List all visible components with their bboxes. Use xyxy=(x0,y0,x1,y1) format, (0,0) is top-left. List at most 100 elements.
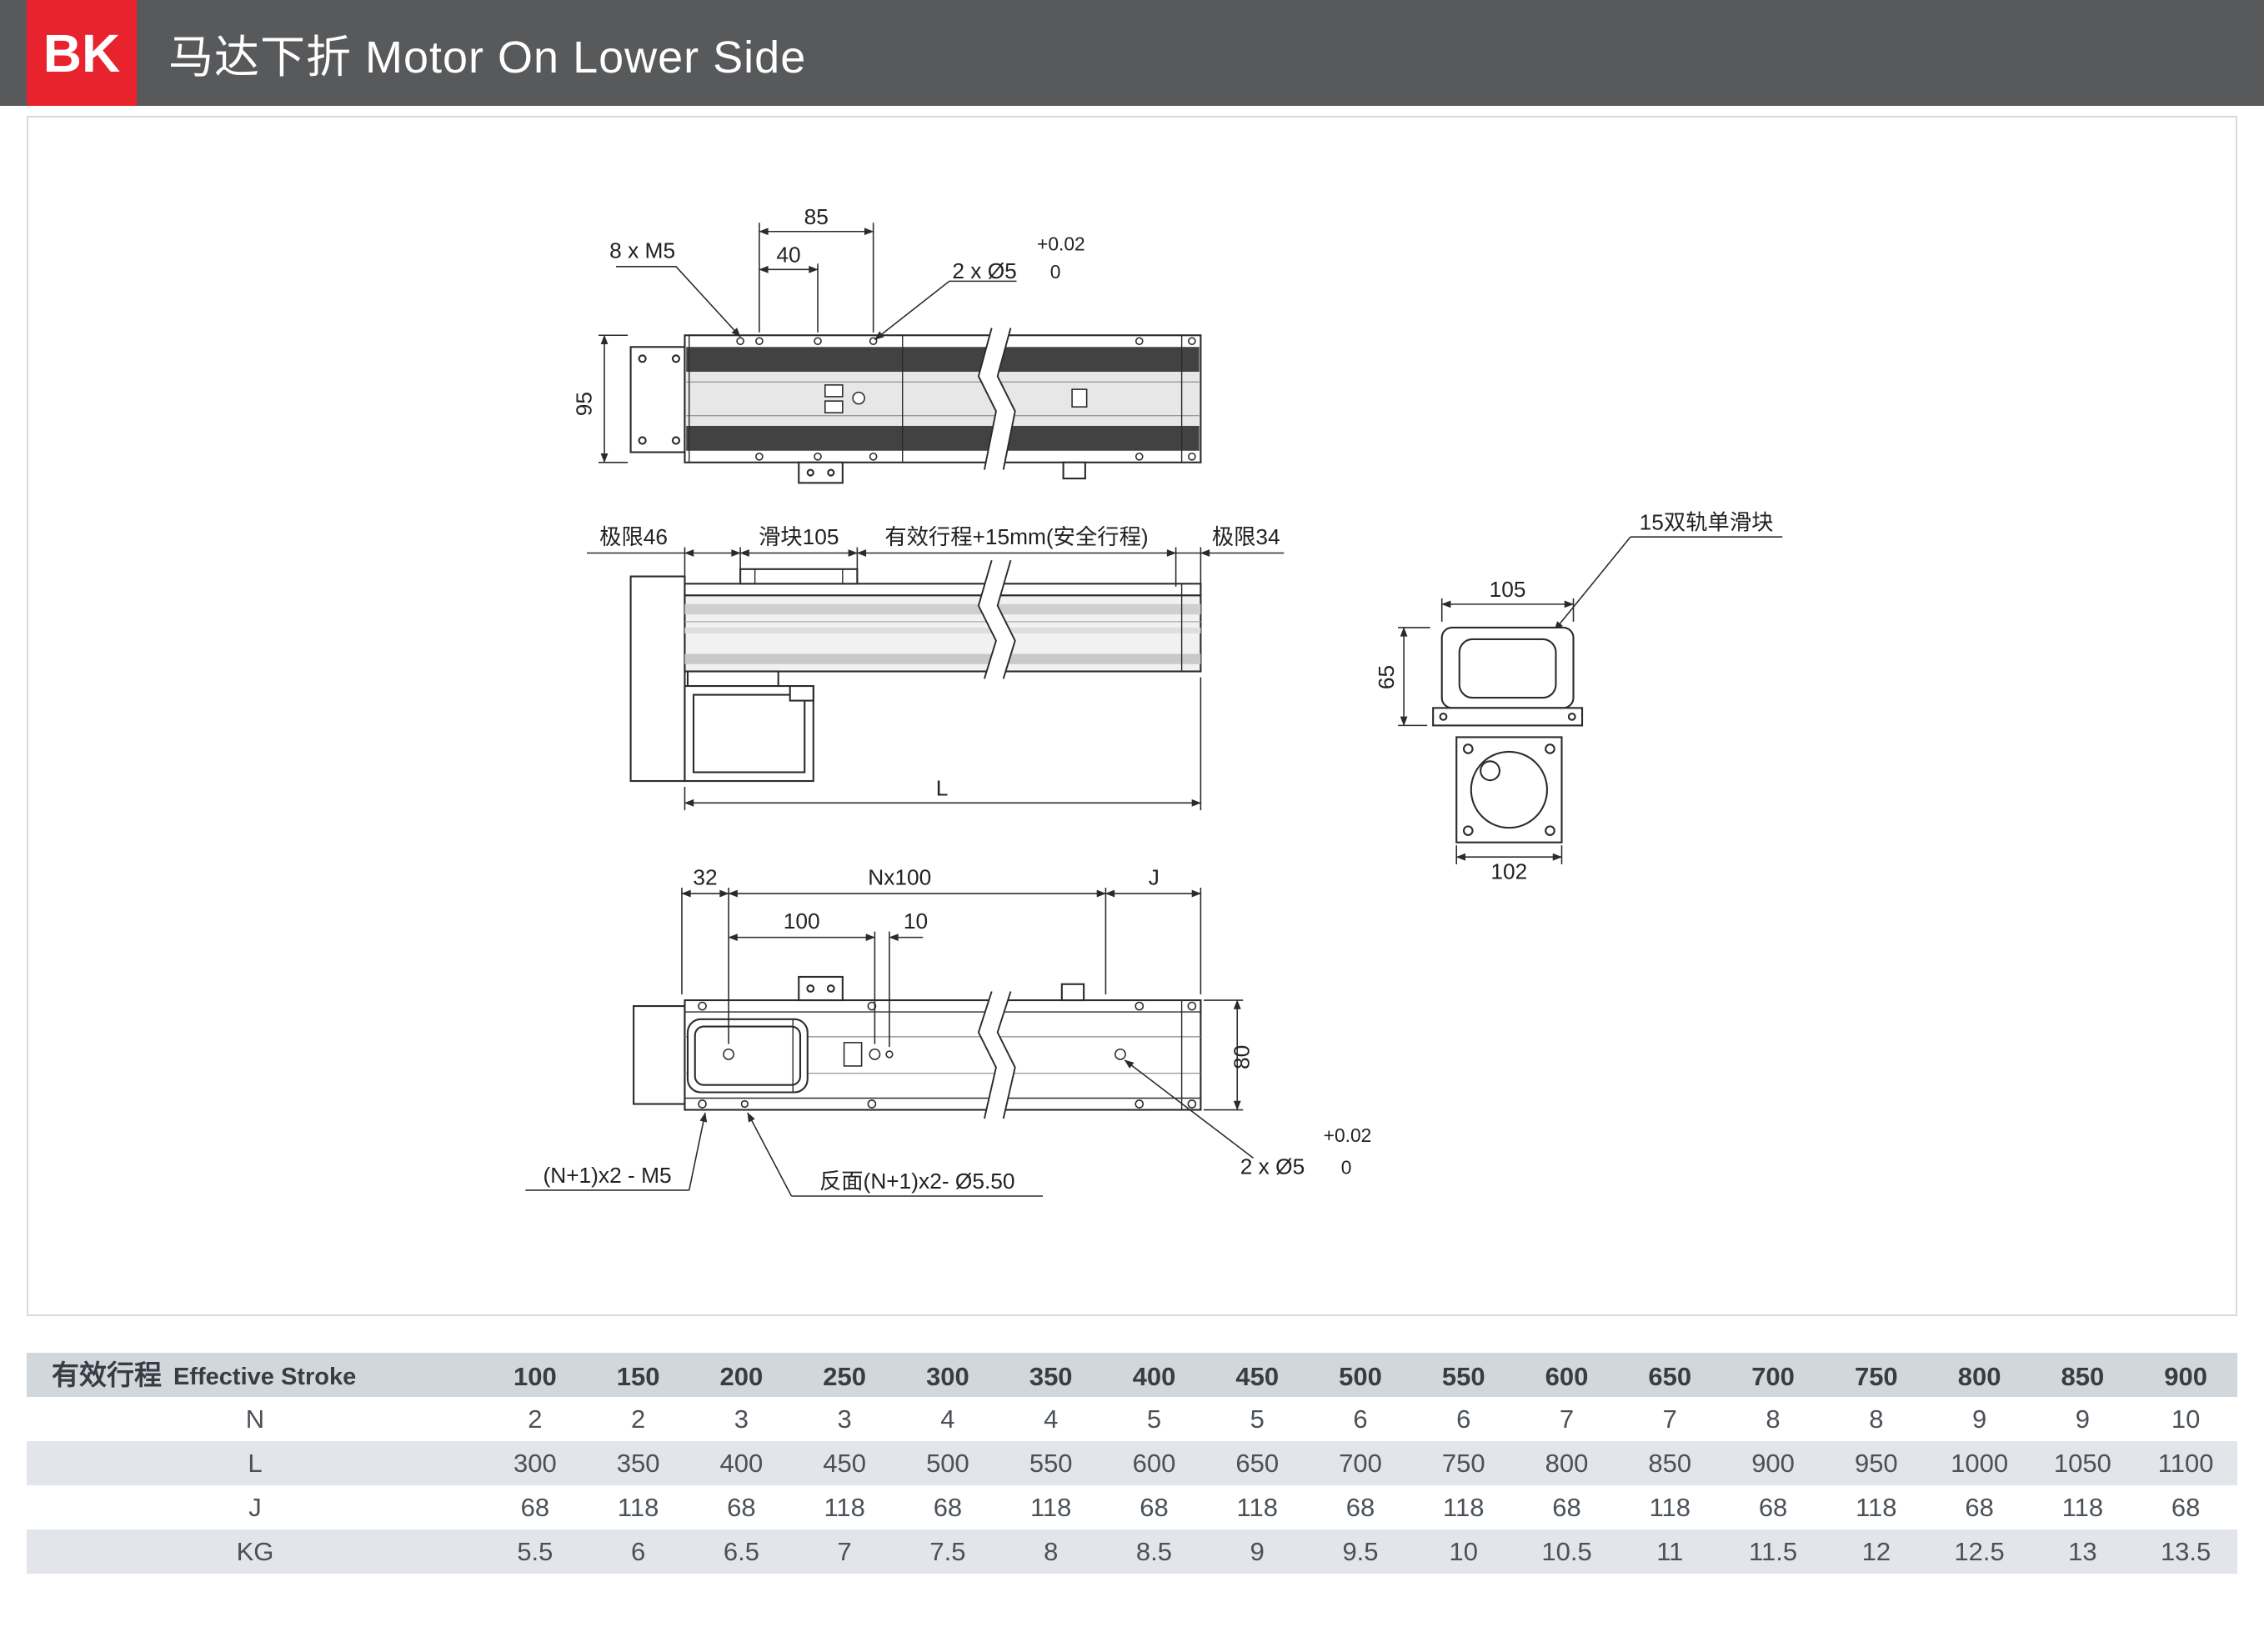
value-cell: 6.5 xyxy=(723,1537,759,1566)
value-cell: 300 xyxy=(513,1449,557,1478)
dim-100: 100 xyxy=(784,909,820,934)
value-cell: 8 xyxy=(1766,1404,1781,1434)
top-view-end-cap xyxy=(629,346,686,453)
motor-circle xyxy=(1470,750,1549,829)
value-cell: 68 xyxy=(520,1493,550,1522)
value-cell: 550 xyxy=(1029,1449,1073,1478)
stroke-header-cell: 450 xyxy=(1235,1361,1280,1391)
leader-M5 xyxy=(688,1112,708,1191)
series-badge: BK xyxy=(27,0,137,106)
drawing-panel: 8 x M5 85 40 +0.02 2 x Ø5 0 95 xyxy=(27,116,2237,1316)
value-cell: 6 xyxy=(631,1537,646,1566)
value-cell: 118 xyxy=(824,1493,865,1522)
stroke-header-cell: 750 xyxy=(1854,1361,1898,1391)
stroke-header-cell: 250 xyxy=(823,1361,867,1391)
label-limit-right: 极限34 xyxy=(1212,524,1280,549)
value-cell: 750 xyxy=(1441,1449,1485,1478)
label-slider: 滑块105 xyxy=(759,524,839,549)
dim-95: 95 xyxy=(571,392,596,416)
label-2xO5: 2 x Ø5 xyxy=(952,258,1016,283)
value-cell: 600 xyxy=(1132,1449,1176,1478)
value-cell: 118 xyxy=(1029,1493,1072,1522)
value-cell: 9.5 xyxy=(1342,1537,1379,1566)
section-view: 15双轨单滑块 105 65 102 xyxy=(1374,509,1783,884)
value-cell: 68 xyxy=(1345,1493,1375,1522)
label-rail-block: 15双轨单滑块 xyxy=(1640,509,1774,534)
value-cell: 7 xyxy=(1559,1404,1575,1434)
value-cell: 12.5 xyxy=(1954,1537,2005,1566)
break-line xyxy=(996,559,1016,679)
leader-2xO5 xyxy=(1124,1059,1255,1159)
dim-65: 65 xyxy=(1374,665,1399,689)
stroke-header-cell: 700 xyxy=(1751,1361,1795,1391)
value-cell: 118 xyxy=(1856,1493,1897,1522)
value-cell: 13 xyxy=(2068,1537,2097,1566)
stroke-header-cell: 150 xyxy=(616,1361,660,1391)
leader-2xO5 xyxy=(874,280,1017,341)
label-limit-left: 极限46 xyxy=(599,524,668,549)
dim-32: 32 xyxy=(693,865,717,890)
technical-drawing-svg: 8 x M5 85 40 +0.02 2 x Ø5 0 95 xyxy=(525,204,1783,1197)
tolerance-plus: +0.02 xyxy=(1324,1124,1372,1146)
stroke-header-cell: 650 xyxy=(1648,1361,1692,1391)
page-title: 马达下折 Motor On Lower Side xyxy=(168,33,807,83)
stroke-header-cell: 550 xyxy=(1441,1361,1485,1391)
value-cell: 8 xyxy=(1869,1404,1884,1434)
value-cell: 11 xyxy=(1656,1537,1684,1566)
break-line xyxy=(977,559,997,679)
break-line xyxy=(977,328,997,470)
value-cell: 68 xyxy=(2171,1493,2201,1522)
tolerance-zero: 0 xyxy=(1050,261,1061,283)
label-effective-stroke: 有效行程+15mm(安全行程) xyxy=(884,524,1148,549)
row-label: N xyxy=(245,1404,265,1434)
rail-band-top xyxy=(686,347,1200,373)
side-view-carriage xyxy=(739,568,859,585)
value-cell: 1000 xyxy=(1951,1449,2009,1478)
value-cell: 400 xyxy=(719,1449,764,1478)
value-cell: 350 xyxy=(616,1449,660,1478)
break-line xyxy=(977,991,997,1119)
value-cell: 9 xyxy=(1250,1537,1265,1566)
value-cell: 3 xyxy=(837,1404,852,1434)
dim-Nx100: Nx100 xyxy=(868,865,931,890)
stroke-header-cell: 500 xyxy=(1339,1361,1382,1391)
dim-J: J xyxy=(1149,865,1160,890)
row-label: L xyxy=(248,1449,263,1478)
value-cell: 9 xyxy=(1971,1404,1987,1434)
bottom-view-motor xyxy=(686,1018,809,1094)
value-cell: 12 xyxy=(1861,1537,1891,1566)
value-cell: 68 xyxy=(1965,1493,1994,1522)
value-cell: 700 xyxy=(1339,1449,1382,1478)
value-cell: 2 xyxy=(528,1404,543,1434)
stroke-header-cell: 350 xyxy=(1029,1361,1073,1391)
value-cell: 3 xyxy=(734,1404,749,1434)
value-cell: 9 xyxy=(2075,1404,2090,1434)
value-cell: 68 xyxy=(727,1493,756,1522)
leader-rail xyxy=(1554,536,1631,631)
value-cell: 10.5 xyxy=(1541,1537,1592,1566)
value-cell: 6 xyxy=(1353,1404,1368,1434)
tolerance-plus: +0.02 xyxy=(1037,233,1085,255)
value-cell: 6 xyxy=(1456,1404,1471,1434)
value-cell: 2 xyxy=(631,1404,646,1434)
value-cell: 4 xyxy=(1044,1404,1059,1434)
stroke-header-cell: 600 xyxy=(1545,1361,1589,1391)
dim-102: 102 xyxy=(1490,859,1527,884)
value-cell: 650 xyxy=(1235,1449,1280,1478)
value-cell: 13.5 xyxy=(2160,1537,2211,1566)
leader-back-holes xyxy=(747,1112,793,1197)
value-cell: 800 xyxy=(1545,1449,1589,1478)
title-bar: BK 马达下折 Motor On Lower Side xyxy=(0,0,2264,106)
label-2xO5: 2 x Ø5 xyxy=(1240,1154,1305,1179)
value-cell: 68 xyxy=(933,1493,963,1522)
label-8xM5: 8 x M5 xyxy=(609,238,675,263)
value-cell: 5 xyxy=(1250,1404,1265,1434)
value-cell: 10 xyxy=(2171,1404,2201,1434)
value-cell: 118 xyxy=(2061,1493,2104,1522)
motor-section xyxy=(1455,736,1563,844)
value-cell: 5 xyxy=(1146,1404,1162,1434)
dim-L: L xyxy=(936,776,949,801)
